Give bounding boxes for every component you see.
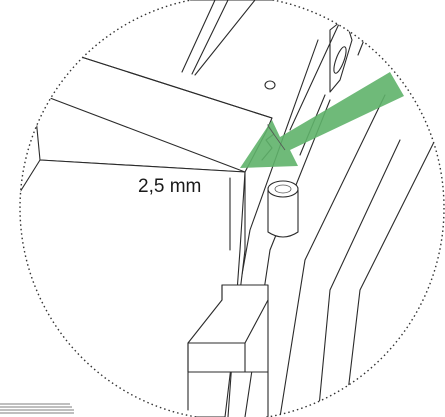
gap-dimension-label: 2,5 mm <box>138 176 202 197</box>
magnifier-circle <box>19 0 445 417</box>
upper-rail <box>164 0 351 131</box>
background-edge <box>0 403 74 414</box>
arrow-leader-line <box>267 125 286 151</box>
lower-block <box>187 284 269 417</box>
screw-hole <box>264 80 276 90</box>
magnified-detail <box>20 0 444 417</box>
dowel-peg <box>267 180 299 238</box>
